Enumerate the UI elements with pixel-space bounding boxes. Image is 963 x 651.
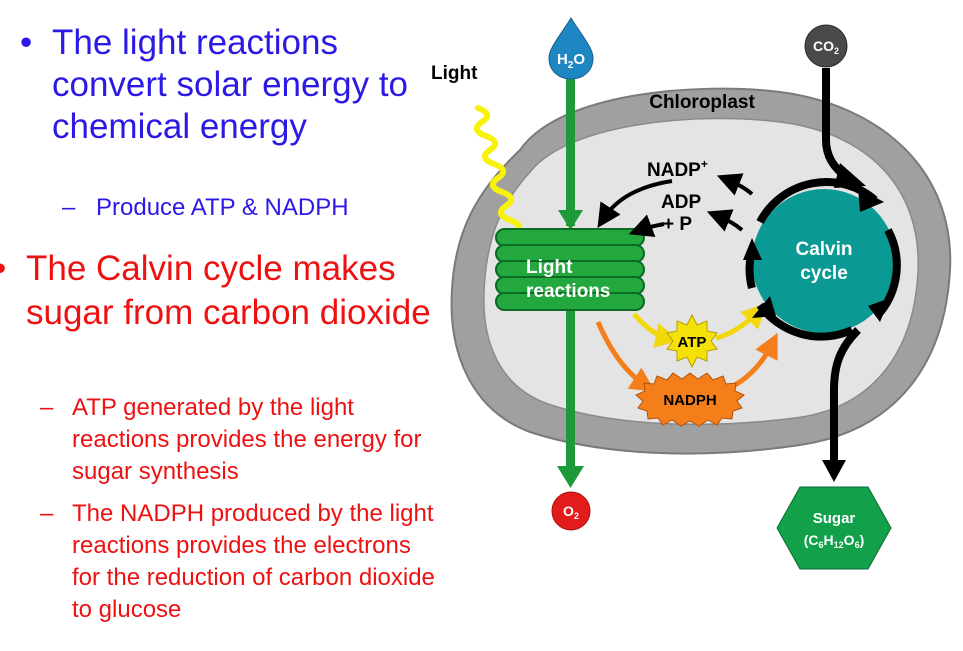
sugar-hexagon xyxy=(776,486,892,570)
sub-bullet-marker: – xyxy=(40,500,54,527)
light-reactions-label-line1: Light xyxy=(526,257,573,278)
adp-return-arrow xyxy=(628,214,665,238)
water-flow-arrowhead xyxy=(558,210,583,230)
calvin-cycle-arrowhead-top xyxy=(858,188,884,212)
bullet-calvin-cycle-text: The Calvin cycle makes sugar from carbon… xyxy=(26,249,431,332)
nadph-out-arrow xyxy=(733,332,778,388)
calvin-cycle-arrowhead-bottom xyxy=(752,296,776,318)
adp-label-line1: ADP xyxy=(661,192,701,213)
adp-label-line2: + P xyxy=(663,214,692,235)
h2o-label: H2O xyxy=(557,51,585,71)
oxygen-flow-line xyxy=(566,300,575,470)
h2o-drop xyxy=(548,17,594,80)
sub-bullet-marker: – xyxy=(40,394,54,421)
o2-circle xyxy=(551,491,591,531)
calvin-cycle-arrowhead-left xyxy=(743,238,762,260)
co2-label: CO2 xyxy=(813,38,839,56)
sub-bullet-produce-text: Produce ATP & NADPH xyxy=(96,194,349,221)
calvin-cycle-arrowhead-right xyxy=(868,298,890,322)
o2-label: O2 xyxy=(563,503,579,521)
sub-bullet-nadph-text: The NADPH produced by the light reaction… xyxy=(72,500,435,623)
atp-label: ATP xyxy=(678,334,707,351)
sugar-formula: (C6H12O6) xyxy=(804,532,865,550)
nadph-starburst xyxy=(635,372,745,427)
sub-bullet-marker: – xyxy=(62,194,76,221)
adp-from-calvin-arrow xyxy=(706,209,744,232)
calvin-cycle-label-line2: cycle xyxy=(800,263,848,284)
bullet-text-panel: • The light reactions convert solar ener… xyxy=(0,0,450,651)
atp-starburst xyxy=(666,313,718,369)
nadp-label: NADP+ xyxy=(647,157,708,181)
nadph-in-arrow xyxy=(595,321,656,392)
bullet-marker: • xyxy=(0,247,6,291)
oxygen-flow-arrowhead xyxy=(557,466,584,488)
calvin-cycle-circle xyxy=(752,189,896,333)
light-wave xyxy=(473,105,523,237)
chloroplast-label: Chloroplast xyxy=(649,92,755,113)
sugar-label: Sugar xyxy=(813,510,856,527)
co2-circle xyxy=(804,24,848,68)
sugar-flow-arrow xyxy=(830,327,861,462)
atp-in-arrow xyxy=(632,312,681,348)
nadp-from-calvin-arrow xyxy=(716,173,754,196)
nadph-label: NADPH xyxy=(663,392,716,409)
sub-bullet-atp-text: ATP generated by the light reactions pro… xyxy=(72,394,422,485)
thylakoid-stack xyxy=(495,228,645,311)
light-reactions-label-line2: reactions xyxy=(526,281,610,302)
sugar-flow-arrowhead xyxy=(822,460,846,482)
bullet-light-reactions-text: The light reactions convert solar energy… xyxy=(52,23,409,146)
water-flow-line xyxy=(566,76,575,226)
nadp-return-arrow xyxy=(597,179,673,229)
bullet-marker: • xyxy=(20,23,33,62)
light-label: Light xyxy=(431,63,478,84)
calvin-cycle-label-line1: Calvin xyxy=(795,239,852,260)
